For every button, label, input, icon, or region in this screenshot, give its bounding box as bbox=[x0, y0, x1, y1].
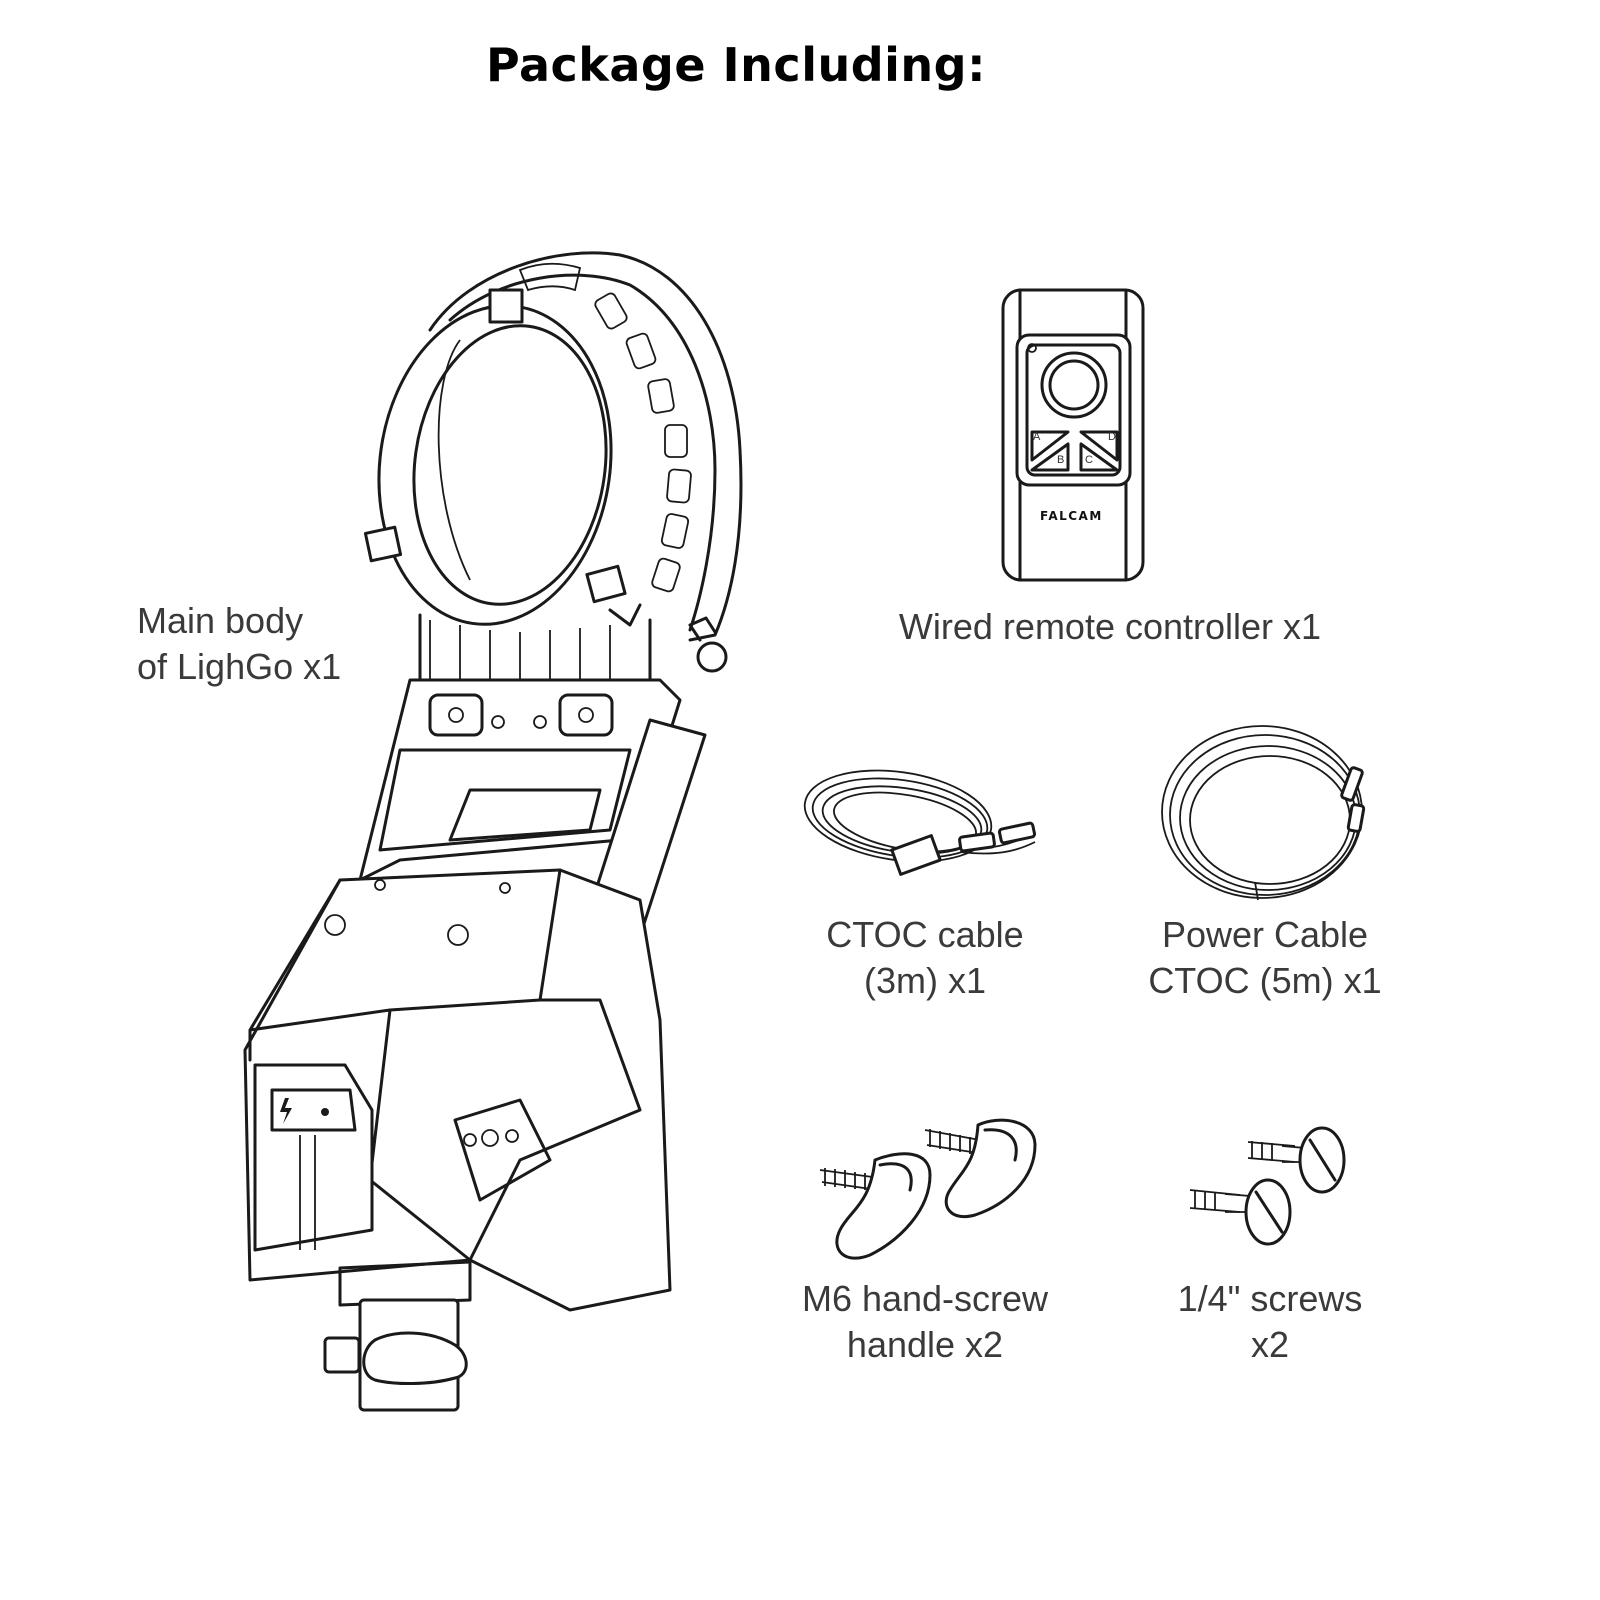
main-body-label: Main body of LighGo x1 bbox=[137, 598, 341, 690]
ctoc-cable-label-line1: CTOC cable bbox=[826, 914, 1024, 955]
remote-controller-label-line1: Wired remote controller x1 bbox=[898, 606, 1322, 647]
main-body-label-line2: of LighGo x1 bbox=[137, 646, 342, 687]
remote-controller-label: Wired remote controller x1 bbox=[870, 604, 1350, 650]
ctoc-cable-label-line2: (3m) x1 bbox=[863, 960, 986, 1001]
power-cable-label-line1: Power Cable bbox=[1161, 914, 1369, 955]
hand-screw-label-line1: M6 hand-screw bbox=[801, 1278, 1049, 1319]
ctoc-cable-label: CTOC cable (3m) x1 bbox=[800, 912, 1050, 1004]
main-body-label-line1: Main body bbox=[137, 600, 304, 641]
quarter-inch-screws-label-line2: x2 bbox=[1250, 1324, 1290, 1365]
remote-button-a: A bbox=[1033, 431, 1041, 443]
power-cable-label-line2: CTOC (5m) x1 bbox=[1148, 960, 1382, 1001]
quarter-inch-screws-label: 1/4" screws x2 bbox=[1140, 1276, 1400, 1368]
remote-button-b: B bbox=[1057, 454, 1065, 466]
remote-button-d: D bbox=[1108, 431, 1116, 443]
quarter-inch-screws-label-line1: 1/4" screws bbox=[1177, 1278, 1363, 1319]
falcam-logo: FALCAM bbox=[1040, 509, 1103, 523]
power-cable-label: Power Cable CTOC (5m) x1 bbox=[1130, 912, 1400, 1004]
page-title: Package Including: bbox=[486, 38, 986, 92]
remote-button-c: C bbox=[1085, 454, 1093, 466]
hand-screw-label: M6 hand-screw handle x2 bbox=[775, 1276, 1075, 1368]
hand-screw-label-line2: handle x2 bbox=[846, 1324, 1004, 1365]
